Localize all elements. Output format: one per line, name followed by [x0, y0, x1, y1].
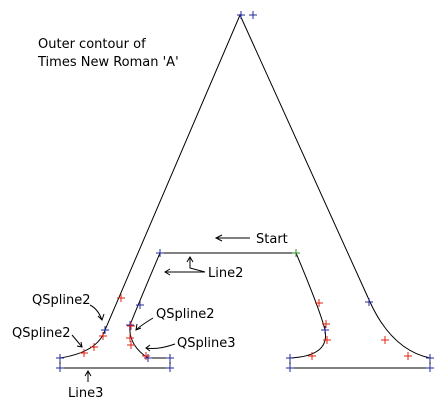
point-marker — [249, 11, 257, 19]
point-marker — [321, 326, 329, 334]
point-marker — [56, 354, 64, 362]
label-qspline3: QSpline3 — [177, 336, 235, 351]
point-marker — [127, 341, 135, 349]
label-qspline2-lower: QSpline2 — [12, 326, 70, 341]
start-point — [292, 249, 300, 257]
point-marker — [292, 249, 300, 257]
point-marker — [426, 364, 434, 372]
point-marker — [126, 334, 134, 342]
point-marker — [365, 298, 373, 306]
point-marker — [426, 354, 434, 362]
point-marker — [136, 301, 144, 309]
point-marker — [117, 294, 125, 302]
point-marker — [156, 249, 164, 257]
point-marker — [127, 322, 135, 330]
point-marker — [56, 364, 64, 372]
point-marker — [142, 352, 150, 360]
point-marker — [323, 336, 331, 344]
label-start: Start — [256, 232, 288, 247]
point-marker — [286, 354, 294, 362]
label-line3: Line3 — [68, 386, 103, 401]
point-marker — [315, 299, 323, 307]
label-line2: Line2 — [208, 266, 243, 281]
point-marker — [308, 352, 316, 360]
point-marker — [126, 321, 134, 329]
point-marker — [381, 336, 389, 344]
callout-arrows — [71, 234, 250, 382]
point-marker — [404, 352, 412, 360]
on-curve-points — [56, 11, 434, 372]
point-marker — [99, 332, 107, 340]
label-qspline2-upper: QSpline2 — [32, 293, 90, 308]
label-qspline2-inner: QSpline2 — [156, 307, 214, 322]
point-marker — [101, 326, 109, 334]
point-marker — [90, 343, 98, 351]
point-marker — [322, 320, 330, 328]
off-curve-points — [80, 294, 412, 360]
point-marker — [144, 354, 152, 362]
point-marker — [237, 11, 245, 19]
point-marker — [286, 364, 294, 372]
point-marker — [166, 354, 174, 362]
diagram-title-line1: Outer contour of — [38, 37, 146, 52]
point-marker — [166, 364, 174, 372]
diagram-title-line2: Times New Roman 'A' — [37, 55, 179, 70]
point-marker — [80, 349, 88, 357]
